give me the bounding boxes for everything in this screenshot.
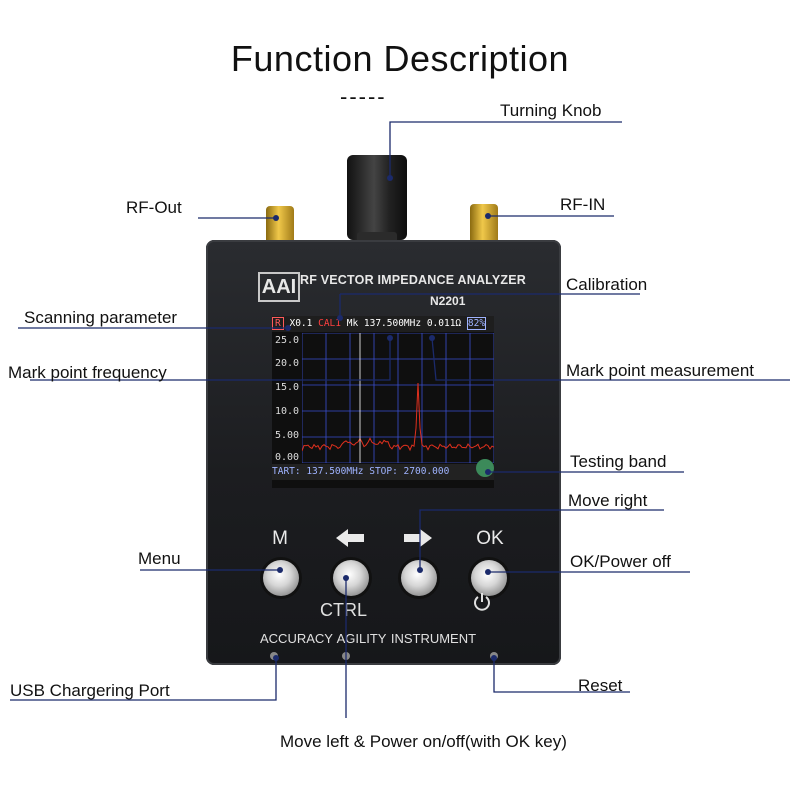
- m-button-label: M: [272, 528, 288, 549]
- label-mark-point-frequency: Mark point frequency: [8, 363, 167, 382]
- label-mark-point-measurement: Mark point measurement: [566, 361, 755, 380]
- header-mark-value: 0.011Ω: [426, 318, 462, 329]
- mark-frequency-leader: [30, 338, 391, 381]
- right-arrow-icon: [398, 526, 438, 556]
- label-move-right: Move right: [568, 491, 648, 510]
- left-arrow-icon: [330, 526, 370, 556]
- y-tick: 20.0: [275, 358, 300, 369]
- sweep-trace: [302, 382, 494, 452]
- label-rf-in: RF-IN: [560, 195, 606, 214]
- battery-indicator: 82%: [466, 317, 487, 330]
- header-cal: CAL1: [318, 318, 341, 329]
- label-turning-knob: Turning Knob: [500, 101, 602, 120]
- turning-knob[interactable]: [347, 155, 407, 240]
- knob-leader: [389, 121, 622, 178]
- header-scale: X0.1: [289, 318, 313, 329]
- label-calibration: Calibration: [566, 275, 648, 294]
- reset-leader: [493, 658, 630, 693]
- label-scanning-parameter: Scanning parameter: [24, 308, 178, 327]
- label-ok-power-off: OK/Power off: [570, 552, 671, 571]
- move-right-leader: [419, 509, 664, 570]
- y-tick: 10.0: [275, 406, 300, 417]
- testing-band-readout: TART: 137.500MHz STOP: 2700.000: [272, 464, 494, 480]
- device-screen: R X0.1 CAL1 Mk 137.500MHz 0.011Ω 82% 25.…: [272, 316, 494, 488]
- mark-measurement-leader: [431, 337, 790, 381]
- ok-button[interactable]: [471, 560, 507, 596]
- label-rf-out: RF-Out: [126, 198, 182, 217]
- sweep-plot: [302, 333, 494, 463]
- y-tick: 0.00: [275, 452, 300, 463]
- left-button[interactable]: [333, 560, 369, 596]
- device-name: RF VECTOR IMPEDANCE ANALYZER: [300, 273, 526, 287]
- header-r: R: [272, 317, 284, 330]
- menu-button[interactable]: [263, 560, 299, 596]
- device-model: N2201: [430, 294, 466, 308]
- rf-in-connector: [470, 204, 498, 246]
- slogan-text: ACCURACY AGILITY INSTRUMENT: [260, 631, 477, 646]
- page-title: Function Description: [230, 38, 570, 79]
- label-menu: Menu: [138, 549, 181, 568]
- label-usb-port: USB Chargering Port: [10, 681, 170, 700]
- screen-header: R X0.1 CAL1 Mk 137.500MHz 0.011Ω 82%: [272, 316, 494, 332]
- usb-leader: [10, 658, 277, 701]
- label-testing-band: Testing band: [570, 452, 667, 471]
- brand-logo: AAI: [258, 272, 300, 302]
- power-icon: [474, 593, 490, 611]
- y-tick: 15.0: [275, 382, 300, 393]
- y-tick: 25.0: [275, 335, 300, 346]
- ok-button-label: OK: [476, 528, 504, 549]
- title-underline: -----: [340, 84, 387, 109]
- label-move-left: Move left & Power on/off(with OK key): [280, 732, 567, 751]
- label-reset: Reset: [578, 676, 623, 695]
- ctrl-label: CTRL: [320, 600, 368, 620]
- right-button[interactable]: [401, 560, 437, 596]
- y-tick: 5.00: [275, 430, 300, 441]
- header-mark-frequency: Mk 137.500MHz: [346, 318, 422, 329]
- plot-grid: [302, 333, 494, 463]
